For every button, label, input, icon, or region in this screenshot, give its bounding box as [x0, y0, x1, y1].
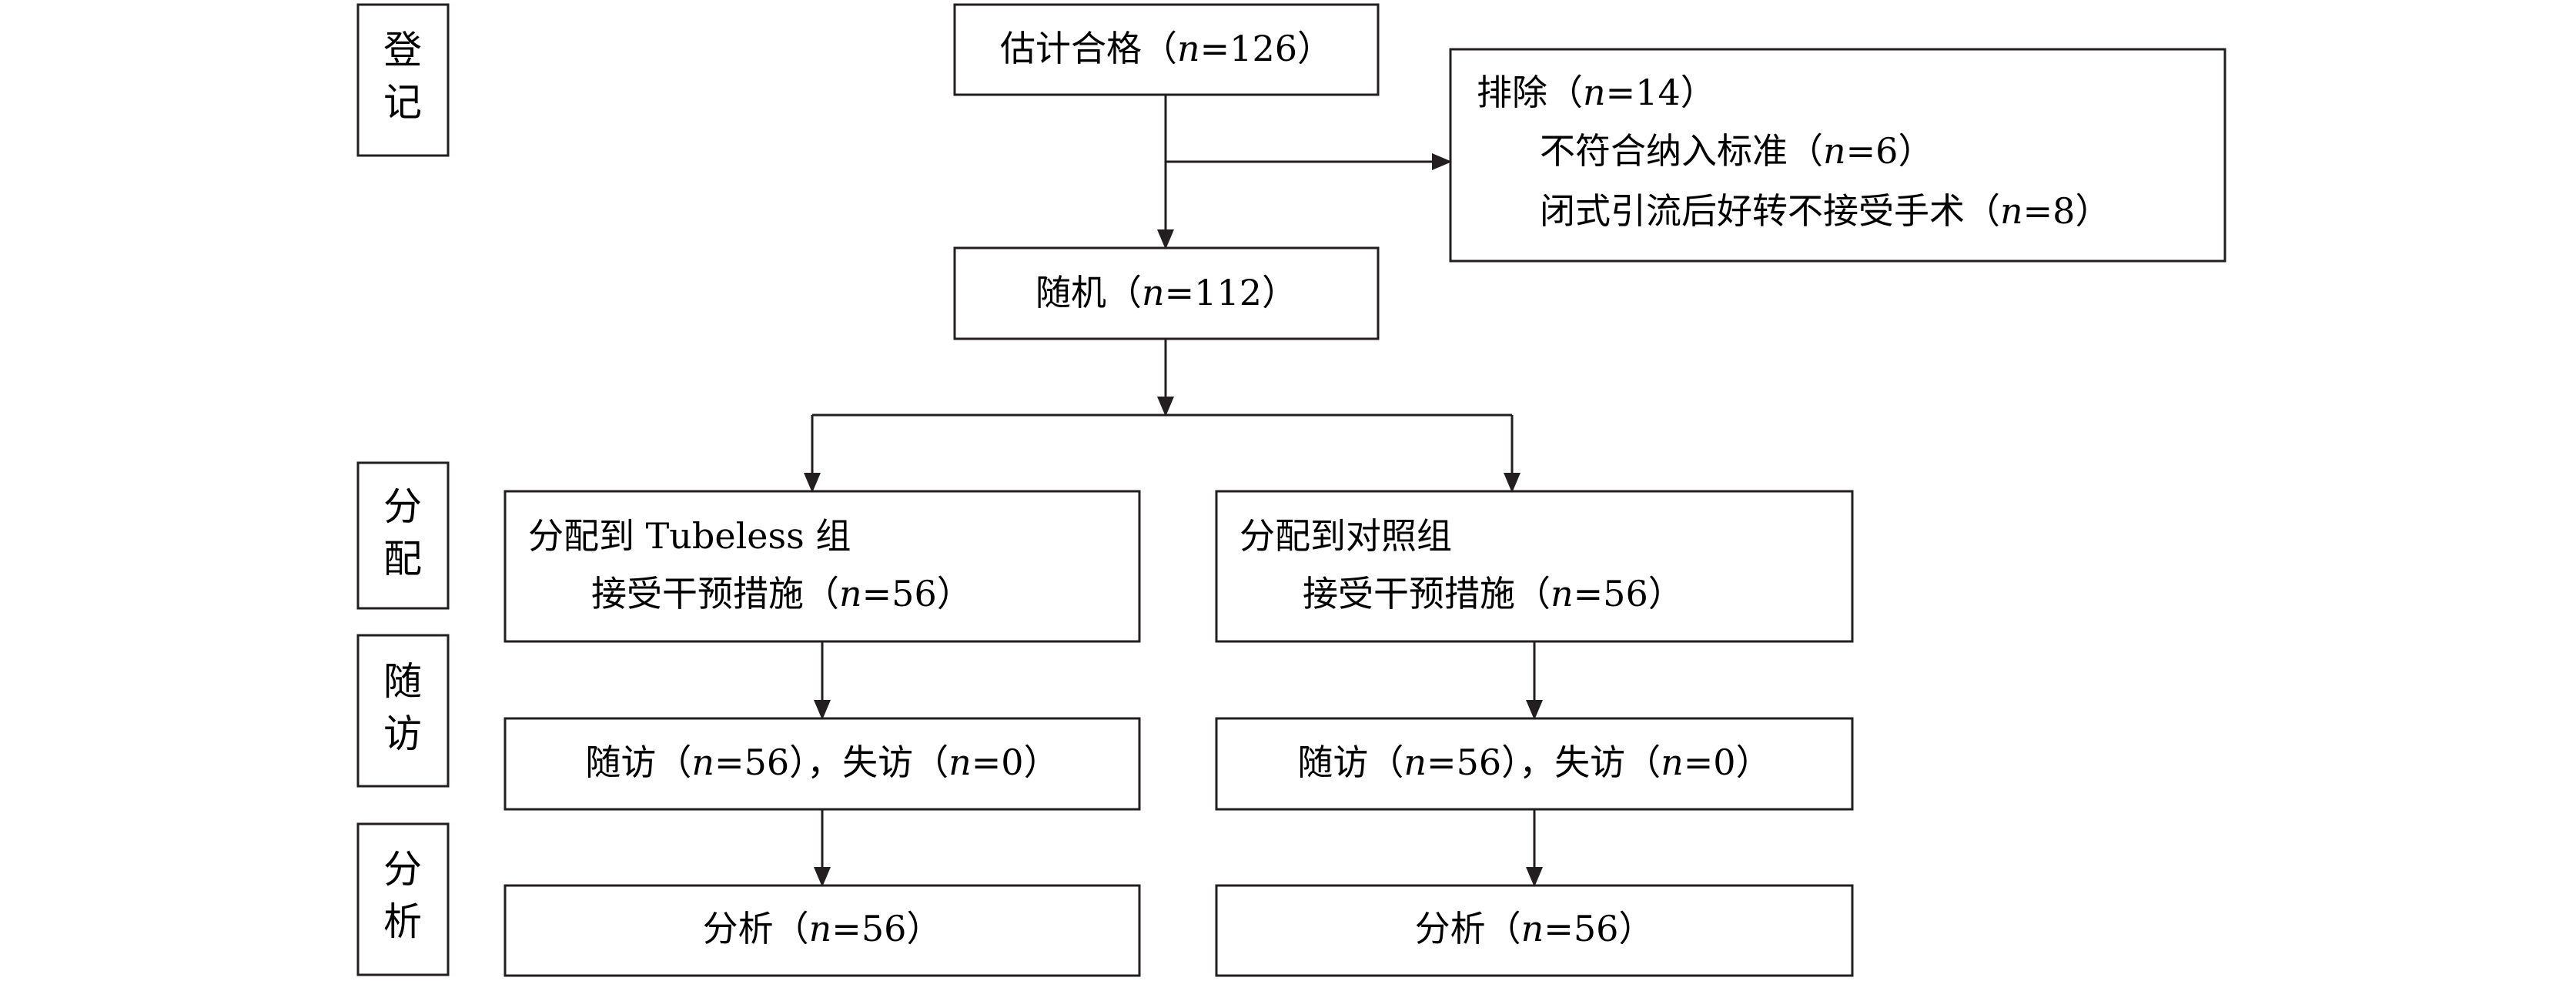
stage-enrollment: 登 记: [356, 3, 450, 157]
node-control-analysis-label: 分析（n=56）: [1415, 908, 1654, 949]
node-tubeless-followup-label: 随访（n=56），失访（n=0）: [585, 742, 1059, 783]
node-randomized-label: 随机（n=112）: [1035, 272, 1297, 313]
stage-enrollment-char-1: 登: [383, 28, 422, 72]
node-assessed: 估计合格（n=126）: [953, 3, 1380, 96]
stage-analysis: 分 析: [356, 822, 450, 976]
stage-followup-char-1: 随: [383, 659, 422, 704]
node-control-followup: 随访（n=56），失访（n=0）: [1215, 717, 1854, 811]
node-excluded: 排除（n=14） 不符合纳入标准（n=6） 闭式引流后好转不接受手术（n=8）: [1449, 48, 2226, 263]
stage-allocation-char-2: 配: [383, 537, 422, 581]
node-tubeless-allocation-intervention: 接受干预措施（n=56）: [591, 573, 972, 614]
node-control-allocation-intervention: 接受干预措施（n=56）: [1303, 573, 1684, 614]
stage-followup: 随 访: [356, 634, 450, 788]
node-control-followup-label: 随访（n=56），失访（n=0）: [1297, 742, 1771, 783]
node-tubeless-allocation: 分配到 Tubeless 组 接受干预措施（n=56）: [503, 490, 1141, 643]
stage-allocation-char-1: 分: [383, 484, 422, 529]
stage-analysis-char-2: 析: [383, 899, 422, 944]
stage-analysis-char-1: 分: [383, 847, 422, 892]
node-control-analysis: 分析（n=56）: [1215, 884, 1854, 977]
node-tubeless-followup: 随访（n=56），失访（n=0）: [503, 717, 1141, 811]
node-tubeless-allocation-title: 分配到 Tubeless 组: [528, 515, 851, 557]
node-tubeless-analysis: 分析（n=56）: [503, 884, 1141, 977]
node-excluded-title: 排除（n=14）: [1477, 72, 1716, 113]
stage-enrollment-char-2: 记: [383, 80, 422, 125]
node-randomized: 随机（n=112）: [953, 246, 1380, 340]
node-tubeless-analysis-label: 分析（n=56）: [703, 908, 942, 949]
stage-allocation: 分 配: [356, 461, 450, 610]
node-assessed-label: 估计合格（n=126）: [1000, 28, 1333, 69]
node-control-allocation: 分配到对照组 接受干预措施（n=56）: [1215, 490, 1854, 643]
node-excluded-reason-2: 闭式引流后好转不接受手术（n=8）: [1540, 190, 2110, 232]
node-excluded-reason-1: 不符合纳入标准（n=6）: [1540, 130, 1933, 172]
stage-followup-char-2: 访: [383, 711, 422, 756]
node-control-allocation-title: 分配到对照组: [1239, 515, 1452, 557]
